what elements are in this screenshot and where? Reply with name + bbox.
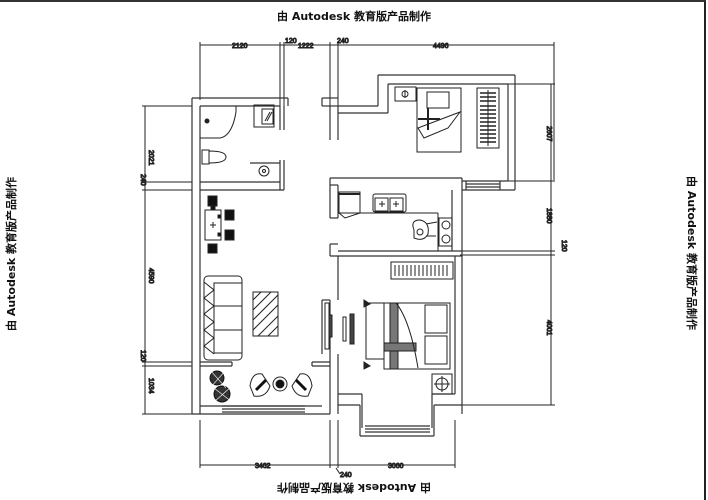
washbasin-icon [258, 165, 270, 177]
dim-top-3: 1222 [298, 43, 314, 50]
south-bedroom [342, 261, 454, 395]
living-room [203, 275, 333, 403]
dim-left-1: 2021 [147, 150, 154, 166]
armchair-right-icon [291, 373, 313, 397]
dim-right-4: 4001 [545, 320, 552, 336]
north-bedroom [394, 86, 500, 153]
dimension-top: 2120 120 1222 240 4496 [199, 38, 555, 180]
sofa-icon [203, 275, 243, 361]
dining-chairs-icon [207, 195, 235, 254]
wardrobe-north-icon [476, 87, 500, 149]
fridge-icon [338, 191, 361, 214]
single-bed-icon [416, 87, 462, 153]
dim-top-1: 2120 [232, 43, 248, 50]
dim-left-3: 4590 [147, 268, 154, 284]
dim-bottom-1: 3462 [255, 463, 271, 470]
dim-left-5: 1034 [147, 378, 154, 394]
dim-top-2: 120 [285, 38, 297, 45]
bathroom [200, 104, 275, 177]
dim-left-4: 120 [139, 350, 146, 362]
dim-left-2: 240 [139, 174, 146, 186]
washing-machine-icon [253, 104, 275, 128]
dimension-bottom: 3462 240 3060 [199, 420, 456, 480]
kitchen [337, 191, 453, 251]
toilet-icon [201, 149, 227, 165]
armchair-left-icon [249, 373, 271, 397]
double-sink-icon [372, 193, 407, 213]
dimension-left: 2021 240 4590 120 1034 [139, 105, 192, 415]
wardrobe-south-icon [390, 261, 454, 280]
plant-icon [209, 369, 233, 403]
stove-icon [438, 217, 453, 247]
dimension-right: 2607 1880 120 4001 [460, 83, 568, 406]
nightstand-icon [394, 86, 417, 102]
dim-top-5: 4496 [433, 43, 449, 50]
dim-right-1: 2607 [545, 126, 552, 142]
side-table-icon [272, 376, 288, 392]
watermark-top: 由 Autodesk 教育版产品制作 [276, 10, 431, 23]
dim-bottom-3: 3060 [388, 463, 404, 470]
dining-area [204, 195, 235, 254]
dim-right-3: 120 [560, 240, 567, 252]
tv-stand-icon [342, 313, 355, 345]
coffee-table-icon [252, 291, 279, 337]
cook-figure-icon [412, 219, 438, 240]
dim-top-4: 240 [337, 38, 349, 45]
dim-right-2: 1880 [545, 208, 552, 224]
dim-bottom-2: 240 [340, 472, 352, 479]
lamp-nightstand-icon [431, 373, 453, 395]
shower-icon [200, 106, 237, 139]
double-bed-icon [363, 299, 451, 370]
shower-drain-icon [204, 118, 210, 124]
tv-cabinet-icon [324, 302, 333, 350]
